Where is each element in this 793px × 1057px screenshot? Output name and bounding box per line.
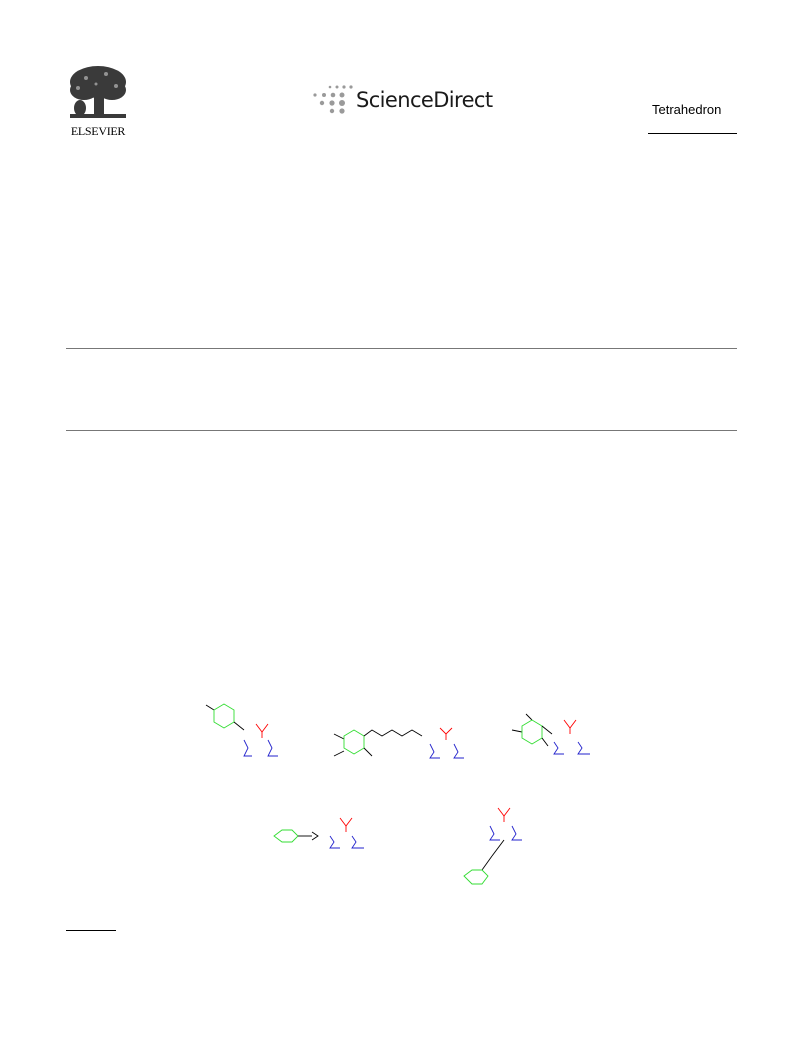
- platform-name: ScienceDirect: [356, 88, 493, 112]
- methyl-bond-bottom: [333, 750, 345, 757]
- structure-4: [273, 817, 364, 849]
- structure-5: [463, 807, 522, 885]
- heterocycle-right: [267, 739, 278, 757]
- publisher-name: ELSEVIER: [70, 124, 126, 138]
- tbu-group: [497, 807, 511, 817]
- heterocycle-left: [429, 743, 440, 759]
- dots-icon: [313, 85, 353, 114]
- page-header: ELSEVIER ScienceDirect Tetrahedron: [0, 0, 793, 150]
- heterocycle-left: [553, 741, 564, 755]
- linker-bond: [233, 721, 245, 731]
- abstract-rule-top: [66, 348, 737, 349]
- vinyl-bond-2: [481, 855, 493, 871]
- methyl-bond-top: [333, 733, 345, 740]
- heterocycle-right: [351, 835, 364, 849]
- linker-bond-2: [541, 725, 553, 735]
- tbu-group: [563, 719, 577, 729]
- aryl-ring: [273, 829, 299, 843]
- heterocycle-right: [453, 743, 464, 759]
- aryl-ring: [213, 703, 235, 729]
- heterocycle-left: [243, 739, 252, 757]
- aryl-ring: [463, 869, 489, 885]
- vinyl-link: [311, 831, 319, 841]
- journal-name: Tetrahedron: [652, 102, 722, 117]
- methyl-bond-right: [363, 747, 373, 757]
- linker-bond: [541, 737, 549, 747]
- heterocycle-left: [489, 825, 500, 841]
- heterocycle-left: [329, 835, 340, 849]
- structure-2: [333, 727, 464, 759]
- methyl-bond-top: [525, 713, 533, 721]
- structure-3: [511, 713, 590, 755]
- propyl-linker: [363, 729, 423, 737]
- journal-underline: [648, 133, 737, 134]
- heterocycle-right: [511, 825, 522, 841]
- aryl-ring: [521, 719, 543, 745]
- elsevier-tree-logo: [66, 64, 130, 140]
- abstract-rule-bottom: [66, 430, 737, 431]
- methyl-bond: [205, 704, 215, 711]
- heterocycle-right: [577, 741, 590, 755]
- tbu-group: [255, 723, 269, 733]
- footnote-rule: [66, 930, 116, 931]
- structures-svg: [205, 703, 590, 885]
- tree-icon: [66, 64, 130, 122]
- structure-1: [205, 703, 278, 757]
- vinyl-bond: [491, 839, 505, 857]
- tbu-group: [339, 817, 353, 827]
- chemical-structures-figure: [0, 690, 793, 910]
- tbu-group: [439, 727, 453, 735]
- methyl-bond-left: [511, 729, 523, 733]
- aryl-ring: [343, 729, 365, 755]
